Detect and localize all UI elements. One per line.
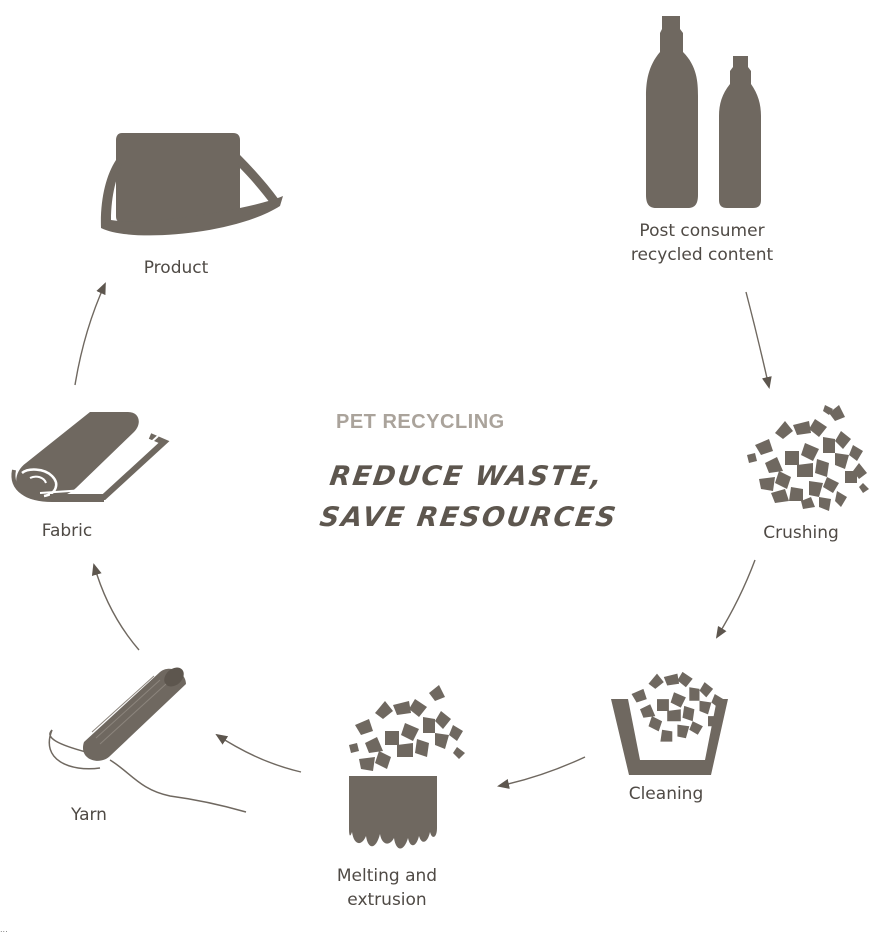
flakes-icon [747,405,869,511]
arrow-yarn-to-fabric [91,563,140,651]
label-product: Product [143,258,209,278]
label-fabric: Fabric [41,521,93,541]
cycle-arrows [74,282,772,789]
wash-basin-icon [611,671,728,775]
fabric-roll-icon [11,412,170,502]
bottles-icon [646,16,761,208]
arrow-bottles-to-crushing [745,291,772,389]
diagram-title: PET RECYCLING [336,411,505,433]
yarn-spool-icon [48,667,247,813]
arrow-crushing-to-cleaning [715,559,756,639]
label-yarn: Yarn [71,805,107,825]
label-post-consumer: Post consumer recycled content [630,221,774,265]
melting-block-icon [349,685,465,849]
label-cleaning: Cleaning [628,784,704,804]
footnote: ... [0,925,8,934]
bag-icon [100,133,283,236]
label-crushing: Crushing [763,523,839,543]
tagline-line-2: SAVE RESOURCES [317,502,620,533]
label-melting-extrusion: Melting and extrusion [336,866,438,910]
tagline-line-1: REDUCE WASTE, [327,461,606,492]
arrow-fabric-to-product [74,282,106,386]
arrow-melting-to-yarn [215,733,302,773]
arrow-cleaning-to-melting [497,756,586,789]
